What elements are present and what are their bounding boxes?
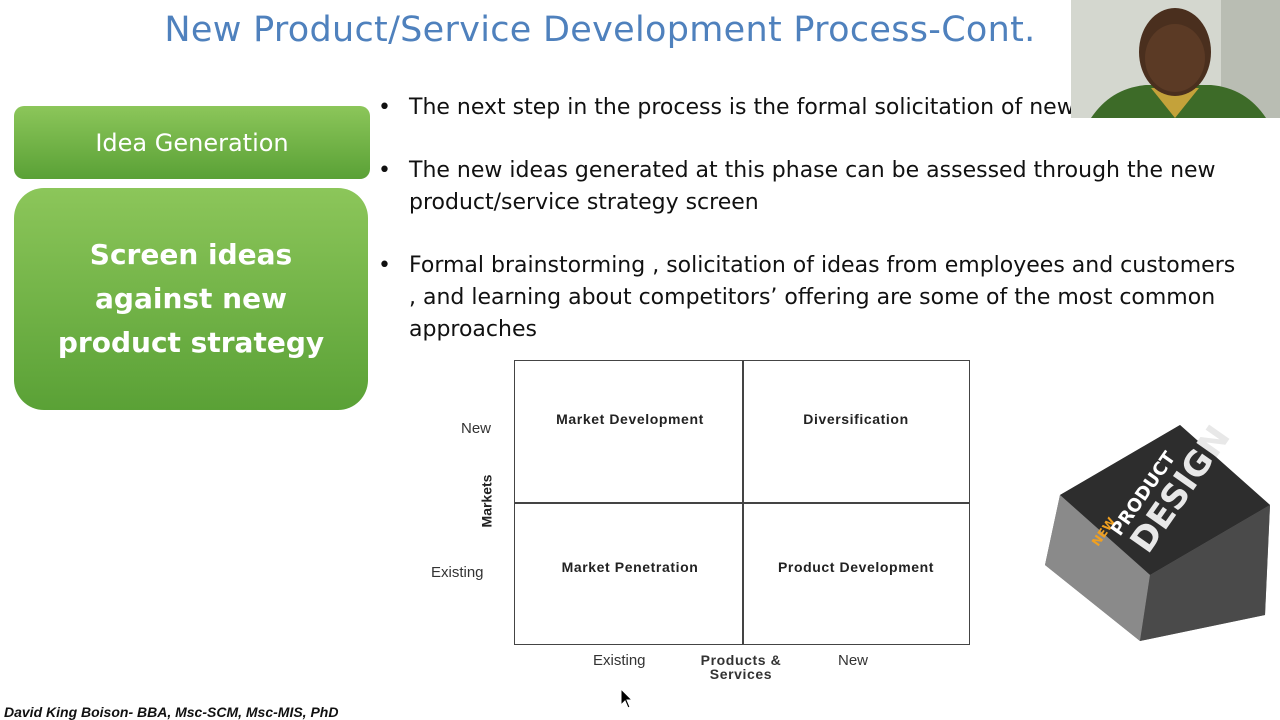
- cell-market-penetration: Market Penetration: [561, 559, 699, 575]
- bullet-item: • The next step in the process is the fo…: [378, 92, 1238, 124]
- cell-diversification: Diversification: [803, 411, 909, 427]
- bullet-item: • Formal brainstorming , solicitation of…: [378, 250, 1238, 346]
- step-screen-ideas: Screen ideas against new product strateg…: [14, 188, 368, 410]
- bullet-list: • The next step in the process is the fo…: [378, 92, 1238, 377]
- bullet-text: The next step in the process is the form…: [409, 95, 1141, 120]
- step-idea-generation: Idea Generation: [14, 106, 370, 179]
- presenter-image: [1071, 0, 1280, 118]
- new-product-design-book-image: NEW PRODUCT DESIGN: [1040, 415, 1276, 641]
- slide-footer: David King Boison- BBA, Msc-SCM, Msc-MIS…: [4, 704, 339, 720]
- webcam-video: [1071, 0, 1280, 118]
- mouse-cursor-icon: [620, 688, 634, 709]
- slide-title: New Product/Service Development Process-…: [164, 10, 1036, 50]
- x-label-existing: Existing: [593, 652, 646, 669]
- bullet-item: • The new ideas generated at this phase …: [378, 155, 1238, 219]
- y-label-existing: Existing: [431, 564, 484, 581]
- ansoff-matrix: Market Development Diversification Marke…: [514, 360, 970, 645]
- y-label-new: New: [461, 420, 492, 437]
- bullet-text: Formal brainstorming , solicitation of i…: [409, 253, 1236, 342]
- matrix-divider-horizontal: [515, 502, 969, 504]
- bullet-dot: •: [378, 95, 391, 120]
- cell-market-development: Market Development: [556, 411, 704, 427]
- bullet-text: The new ideas generated at this phase ca…: [409, 158, 1216, 215]
- bullet-dot: •: [378, 253, 391, 278]
- x-axis-label: Products & Services: [700, 652, 782, 682]
- bullet-dot: •: [378, 158, 391, 183]
- y-axis-label: Markets: [478, 474, 495, 528]
- x-label-new: New: [838, 652, 869, 669]
- cell-product-development: Product Development: [777, 559, 935, 575]
